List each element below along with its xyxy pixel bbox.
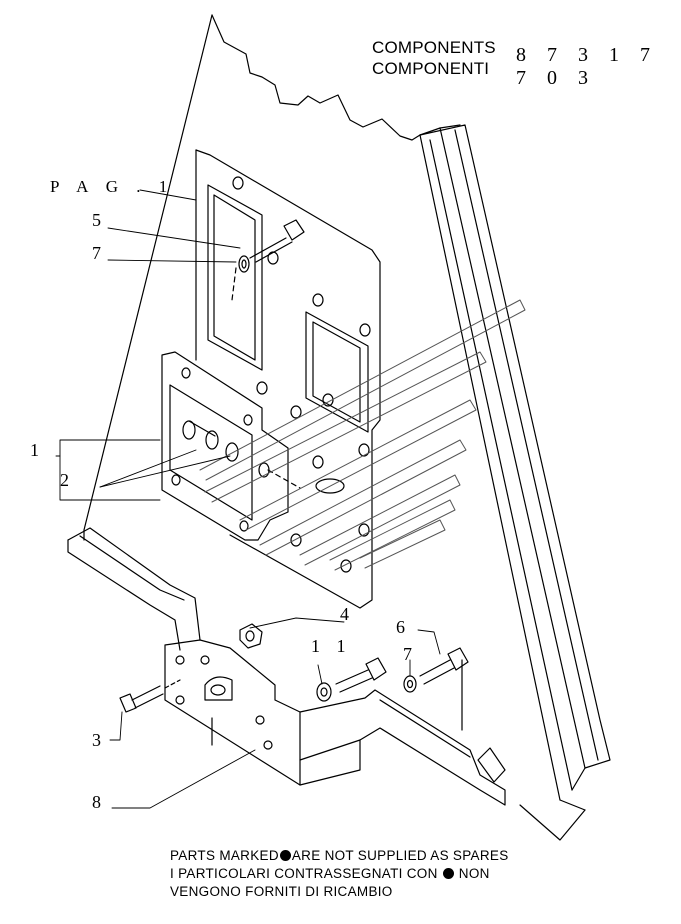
note-line-2b: NON [458, 866, 490, 881]
lower-bracket [67, 527, 506, 806]
callout-6: 6 [396, 617, 405, 637]
panel-outline [83, 14, 586, 841]
note-line-1b: ARE NOT SUPPLIED AS SPARES [291, 848, 509, 863]
bolt-11 [316, 657, 387, 702]
leader-lines [55, 189, 441, 809]
note-line-1: PARTS MARKED ARE NOT SUPPLIED AS SPARES [170, 848, 509, 863]
callout-5: 5 [92, 210, 101, 230]
callout-2: 2 [60, 470, 69, 490]
callout-1: 1 [30, 440, 39, 460]
marker-dot-icon [442, 868, 454, 879]
plate-holes [232, 176, 371, 573]
nut-4 [239, 623, 263, 649]
mounting-plate [195, 149, 381, 609]
bracket-plate [161, 351, 301, 541]
frame-rail [419, 124, 611, 811]
callout-8: 8 [92, 792, 101, 812]
bolt-3 [119, 679, 181, 713]
bolt-upper [231, 219, 305, 301]
callout-4: 4 [340, 604, 349, 624]
note-line-3: VENGONO FORNITI DI RICAMBIO [170, 884, 393, 899]
note-line-2: I PARTICOLARI CONTRASSEGNATI CON NON [170, 866, 490, 881]
callout-11: 1 1 [311, 636, 352, 656]
part-number: 8 7 3 1 7 7 0 3 [516, 44, 658, 89]
marker-dot-icon [279, 850, 291, 861]
bolt-6 [403, 647, 469, 731]
watermark-logo [199, 299, 526, 571]
callout-7-upper: 7 [92, 243, 101, 263]
page-reference: P A G . 1 [50, 177, 175, 196]
callout-3: 3 [92, 730, 101, 750]
header-title-it: COMPONENTI [372, 59, 490, 78]
note-line-2a: I PARTICOLARI CONTRASSEGNATI CON [170, 866, 438, 881]
header-title-en: COMPONENTS [372, 38, 496, 57]
note-line-1a: PARTS MARKED [170, 848, 279, 863]
callout-7-lower: 7 [403, 644, 412, 664]
